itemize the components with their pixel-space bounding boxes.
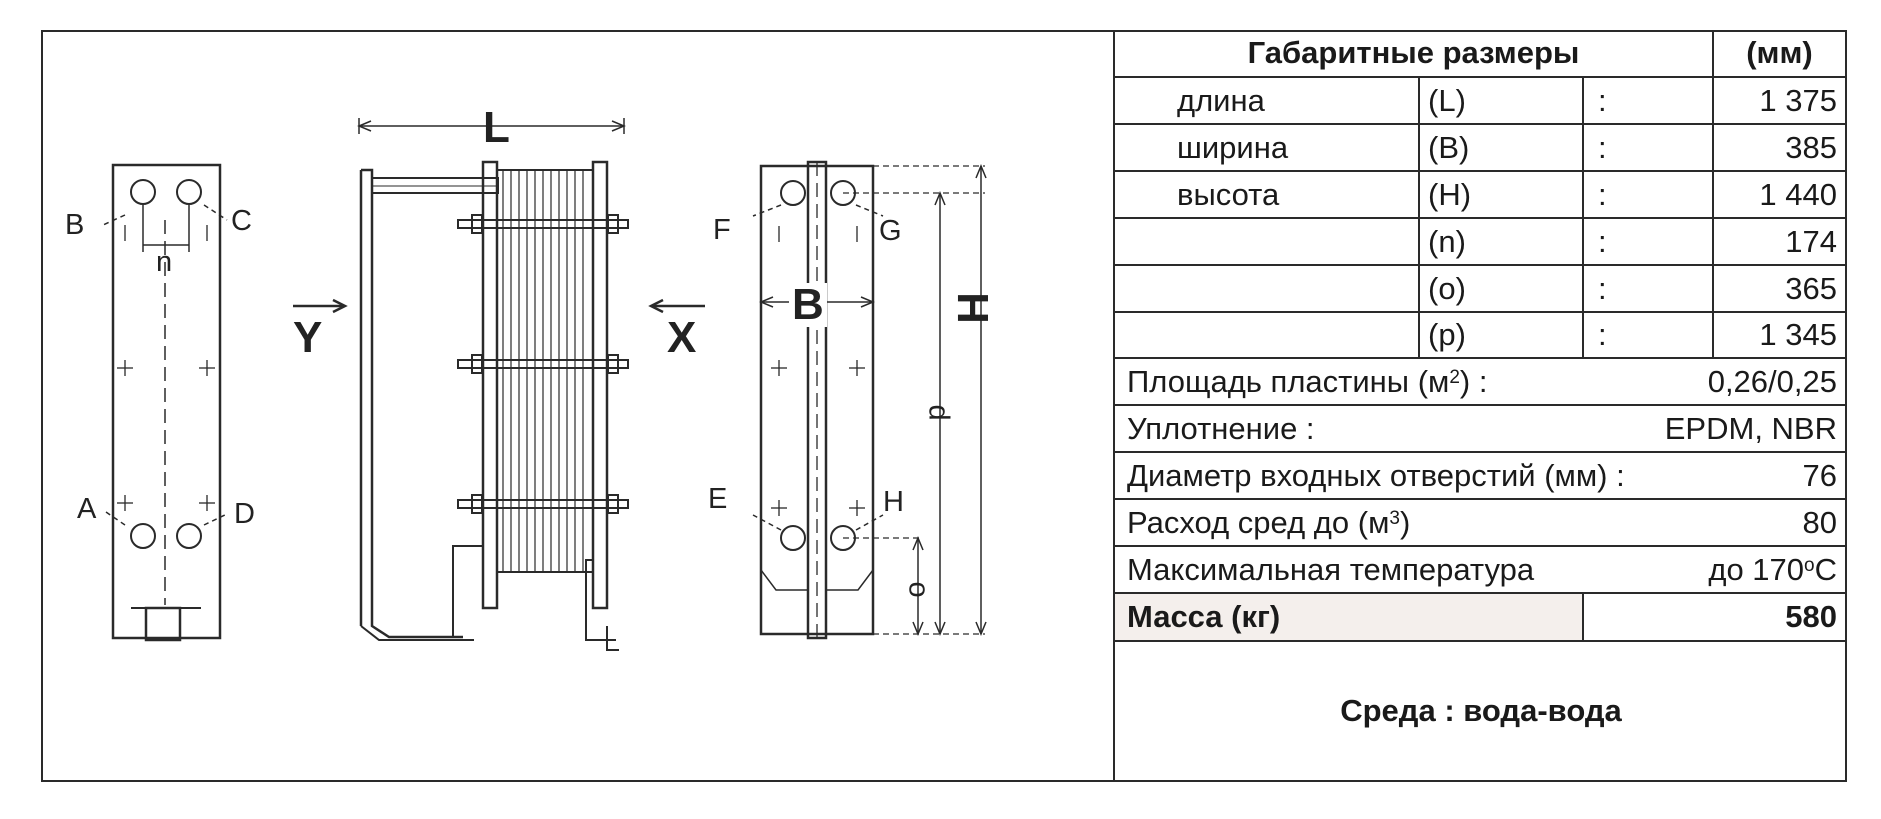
dim-separator: :	[1598, 223, 1607, 259]
dim-symbol: (L)	[1428, 82, 1466, 118]
mass-row: Масса (кг) 580	[1115, 594, 1847, 642]
dim-separator: :	[1598, 129, 1607, 165]
port-label-f: F	[713, 214, 731, 246]
technical-drawing: B C n A D L Y X F G B H p E H o	[41, 30, 1115, 782]
mass-label-shading	[1115, 594, 1582, 640]
dim-value: 385	[1785, 129, 1837, 165]
port-label-e: E	[708, 483, 728, 515]
mass-label: Масса (кг)	[1127, 599, 1281, 634]
dim-row-n: (n) : 174	[1115, 219, 1847, 266]
dim-row-o: (o) : 365	[1115, 266, 1847, 313]
table-header-row: Габаритные размеры (мм)	[1115, 30, 1847, 78]
table-unit: (мм)	[1746, 35, 1813, 70]
right-frame-view	[752, 160, 987, 640]
dim-symbol: (H)	[1428, 176, 1472, 212]
dim-name: длина	[1177, 82, 1265, 118]
view-label-y: Y	[293, 313, 323, 362]
dim-symbol: (B)	[1428, 129, 1470, 165]
flow-value: 80	[1802, 504, 1837, 540]
dim-label-l: L	[483, 103, 510, 152]
dim-separator: :	[1598, 317, 1607, 352]
dim-symbol: (p)	[1428, 317, 1466, 352]
dim-label-b: B	[789, 283, 827, 327]
dim-value: 1 440	[1759, 176, 1837, 212]
port-label-b: B	[65, 209, 85, 241]
dim-label-o: o	[899, 581, 932, 598]
dim-name: высота	[1177, 176, 1280, 212]
side-frame-view	[293, 118, 705, 651]
dim-symbol: (n)	[1428, 223, 1466, 259]
dim-value: 365	[1785, 270, 1837, 306]
mass-value: 580	[1785, 599, 1837, 634]
diameter-row: Диаметр входных отверстий (мм) : 76	[1115, 453, 1847, 500]
medium-note: Среда : вода-вода	[1340, 693, 1622, 728]
drawing-lines	[102, 118, 987, 651]
spec-table: Габаритные размеры (мм) длина (L) : 1 37…	[1113, 30, 1847, 782]
port-label-a: A	[77, 493, 97, 525]
dim-separator: :	[1598, 176, 1607, 212]
port-label-d: D	[234, 498, 255, 530]
seal-label: Уплотнение :	[1127, 410, 1315, 446]
seal-row: Уплотнение : EPDM, NBR	[1115, 406, 1847, 453]
sheet-frame	[41, 30, 1847, 782]
diameter-value: 76	[1802, 457, 1837, 493]
seal-value: EPDM, NBR	[1664, 410, 1837, 446]
diameter-label: Диаметр входных отверстий (мм) :	[1127, 457, 1625, 493]
view-label-x: X	[667, 313, 697, 362]
dim-value: 1 345	[1759, 317, 1837, 352]
dim-separator: :	[1598, 82, 1607, 118]
port-label-h: H	[883, 486, 904, 518]
dim-value: 174	[1785, 223, 1837, 259]
dim-row-height: высота (H) : 1 440	[1115, 172, 1847, 219]
dim-symbol: (o)	[1428, 270, 1466, 306]
dim-separator: :	[1598, 270, 1607, 306]
dim-value: 1 375	[1759, 82, 1837, 118]
dim-label-p: p	[919, 404, 952, 421]
dim-row-length: длина (L) : 1 375	[1115, 78, 1847, 125]
dim-row-p: (p) : 1 345	[1115, 313, 1847, 359]
dim-row-width: ширина (B) : 385	[1115, 125, 1847, 172]
table-title: Габаритные размеры	[1247, 35, 1580, 70]
dim-label-h: H	[948, 292, 998, 324]
left-plate-view	[102, 163, 228, 642]
plate-area-value: 0,26/0,25	[1707, 363, 1837, 399]
port-label-g: G	[879, 215, 902, 247]
dim-label-n: n	[156, 246, 173, 278]
dim-name: ширина	[1177, 129, 1289, 165]
temp-label: Максимальная температура	[1127, 551, 1535, 587]
port-label-c: C	[231, 205, 252, 237]
